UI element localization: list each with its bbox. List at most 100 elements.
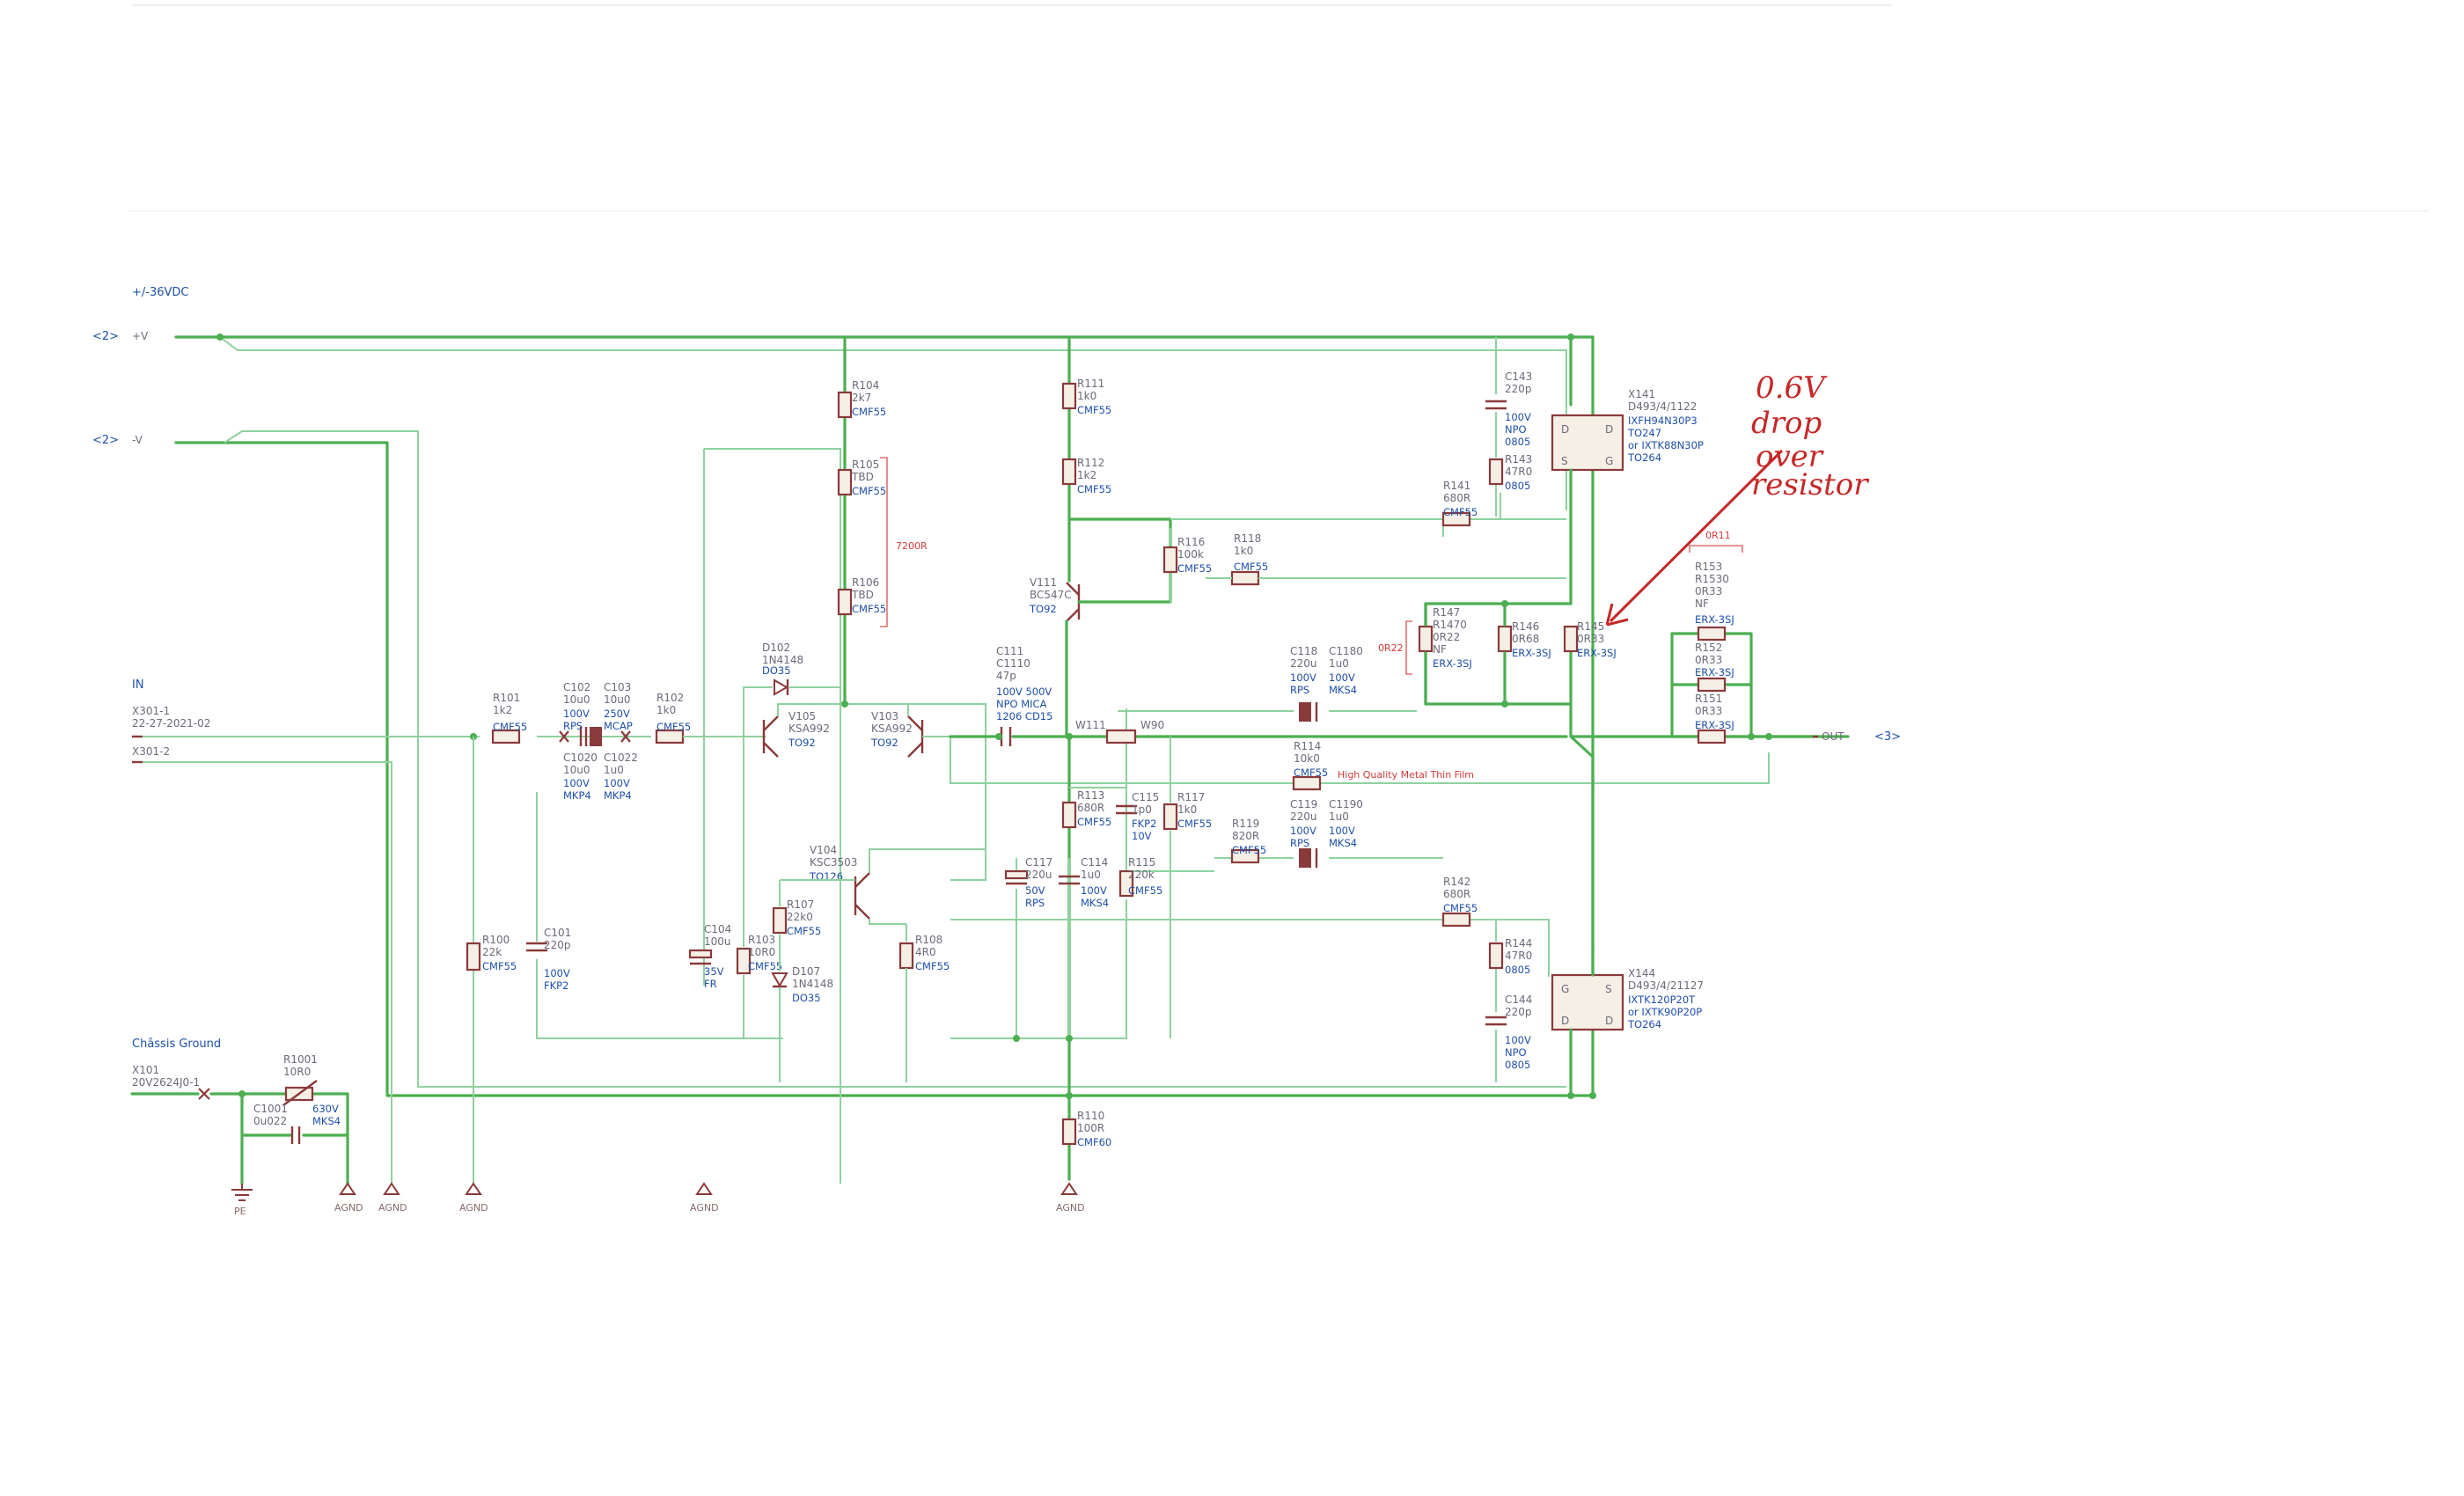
resistor-r112: R112 1k2 CMF55 <box>1061 457 1111 495</box>
svg-text:KSC3503: KSC3503 <box>810 856 857 869</box>
svg-text:X141: X141 <box>1628 388 1655 400</box>
svg-text:NPO MICA: NPO MICA <box>996 698 1047 710</box>
resistor-r100: R100 22k CMF55 <box>466 934 517 972</box>
capacitor-c115: C115 1p0 FKP2 10V <box>1116 791 1159 842</box>
feedback-wire-top <box>703 448 841 1184</box>
resistor-r153: R153 R1530 0R33 NF ERX-3SJ <box>1695 561 1734 642</box>
svg-text:1N4148: 1N4148 <box>792 978 833 990</box>
svg-text:CMF60: CMF60 <box>1077 1136 1111 1148</box>
svg-text:100R: 100R <box>1077 1122 1104 1134</box>
ground-agnd-symbol: AGND <box>378 1182 407 1214</box>
svg-text:NF: NF <box>1433 643 1447 656</box>
input-ground-wire <box>132 761 392 1184</box>
svg-text:10u0: 10u0 <box>563 693 590 706</box>
capacitor-c103: C103 10u0 250V MCAP <box>590 681 633 746</box>
resistor-r151: R151 0R33 ERX-3SJ <box>1695 693 1734 744</box>
svg-text:R108: R108 <box>915 934 942 946</box>
resistor-r119: R119 820R CMF55 <box>1230 818 1266 864</box>
svg-text:R106: R106 <box>852 576 879 589</box>
svg-text:V111: V111 <box>1030 576 1057 589</box>
svg-text:CMF55: CMF55 <box>852 485 886 497</box>
diode-d102: D102 1N4148 DO35 <box>762 642 803 696</box>
node <box>216 334 224 341</box>
svg-text:CMF55: CMF55 <box>852 406 886 418</box>
resistor-r104: R104 2k7 CMF55 <box>837 379 886 419</box>
node <box>1501 600 1508 607</box>
vas-column-wire <box>1067 335 1172 583</box>
svg-text:22k: 22k <box>482 946 502 958</box>
node <box>1066 1035 1073 1042</box>
wire-link-w111: W111 W90 <box>1075 719 1164 744</box>
pos-rail-name: +V <box>132 330 149 342</box>
svg-text:C144: C144 <box>1505 994 1532 1006</box>
svg-text:100V: 100V <box>1081 884 1107 897</box>
svg-text:ERX-3SJ: ERX-3SJ <box>1577 647 1617 659</box>
r147-bracket <box>1405 620 1412 675</box>
handwritten-annotation: 0.6V drop over resistor <box>1605 370 1869 627</box>
svg-text:10u0: 10u0 <box>604 693 631 706</box>
x144-gate-network-wire <box>950 919 1550 1082</box>
resistor-r113: R113 680R CMF55 <box>1061 789 1111 829</box>
svg-text:FKP2: FKP2 <box>544 979 568 992</box>
output-net: OUT <3> <box>1813 730 1901 744</box>
ground-pe-symbol: PE <box>231 1184 253 1217</box>
svg-text:C117: C117 <box>1025 856 1052 869</box>
node <box>1748 733 1755 740</box>
svg-text:TO92: TO92 <box>788 737 816 749</box>
r153-bracket-label: 0R11 <box>1705 530 1731 541</box>
chassis-connector-ref: X101 <box>132 1064 159 1076</box>
r116-wire <box>1126 518 1444 872</box>
capacitor-c144: C144 220p 100V NPO 0805 <box>1485 994 1532 1071</box>
svg-text:220k: 220k <box>1128 869 1155 881</box>
svg-text:R110: R110 <box>1077 1110 1104 1122</box>
resistor-r143: R143 47R0 0805 <box>1488 453 1532 492</box>
svg-text:RPS: RPS <box>1290 684 1309 696</box>
resistor-r101: R101 1k2 CMF55 <box>491 692 527 744</box>
resistor-r144: R144 47R0 0805 <box>1488 937 1532 976</box>
svg-text:C118: C118 <box>1290 645 1317 657</box>
svg-text:R1470: R1470 <box>1433 619 1467 631</box>
pos-port-label: <2> <box>92 330 119 343</box>
svg-text:C115: C115 <box>1132 791 1159 803</box>
svg-text:1k0: 1k0 <box>1234 545 1253 557</box>
svg-text:10R0: 10R0 <box>748 946 775 958</box>
svg-text:X144: X144 <box>1628 967 1655 979</box>
svg-text:RPS: RPS <box>1290 837 1309 849</box>
svg-text:ERX-3SJ: ERX-3SJ <box>1695 613 1734 626</box>
svg-text:MKP4: MKP4 <box>563 789 591 802</box>
node <box>1013 1035 1020 1042</box>
pos-rail-wire-secondary <box>219 336 1567 510</box>
resistor-r111: R111 1k0 CMF55 <box>1061 378 1111 416</box>
svg-text:1N4148: 1N4148 <box>762 654 803 666</box>
resistor-r141: R141 680R CMF55 <box>1441 480 1478 527</box>
svg-text:100V: 100V <box>1505 411 1531 423</box>
r105-r106-bracket <box>880 457 888 627</box>
capacitor-c1001: C1001 0u022 630V MKS4 <box>253 1103 341 1144</box>
svg-text:R142: R142 <box>1443 876 1470 888</box>
svg-text:CMF55: CMF55 <box>1232 844 1266 856</box>
svg-text:220p: 220p <box>544 939 571 951</box>
svg-text:AGND: AGND <box>1056 1202 1085 1214</box>
svg-text:100u: 100u <box>704 935 731 948</box>
svg-text:ERX-3SJ: ERX-3SJ <box>1512 647 1551 659</box>
svg-text:1u0: 1u0 <box>604 764 624 776</box>
svg-text:47p: 47p <box>996 670 1016 682</box>
svg-text:C114: C114 <box>1081 856 1108 869</box>
svg-text:R103: R103 <box>748 934 775 946</box>
svg-text:100k: 100k <box>1177 548 1204 561</box>
capacitor-c1020: C1020 10u0 100V MKP4 <box>563 752 598 802</box>
svg-text:R115: R115 <box>1128 856 1155 869</box>
svg-text:R117: R117 <box>1177 791 1205 803</box>
svg-text:S: S <box>1605 983 1612 995</box>
annotation-line-3: over <box>1756 439 1824 474</box>
supply-section: +/-36VDC <2> +V <2> -V <box>92 286 189 447</box>
svg-text:C103: C103 <box>604 681 631 693</box>
svg-text:1k2: 1k2 <box>1077 469 1096 481</box>
svg-text:R119: R119 <box>1232 818 1259 830</box>
svg-text:C104: C104 <box>704 923 731 935</box>
svg-text:2k7: 2k7 <box>852 392 871 404</box>
svg-text:MKP4: MKP4 <box>604 789 632 802</box>
transistor-v103: V103 KSA992 TO92 <box>870 710 924 758</box>
svg-text:100V: 100V <box>1290 825 1316 837</box>
svg-text:R141: R141 <box>1443 480 1470 492</box>
